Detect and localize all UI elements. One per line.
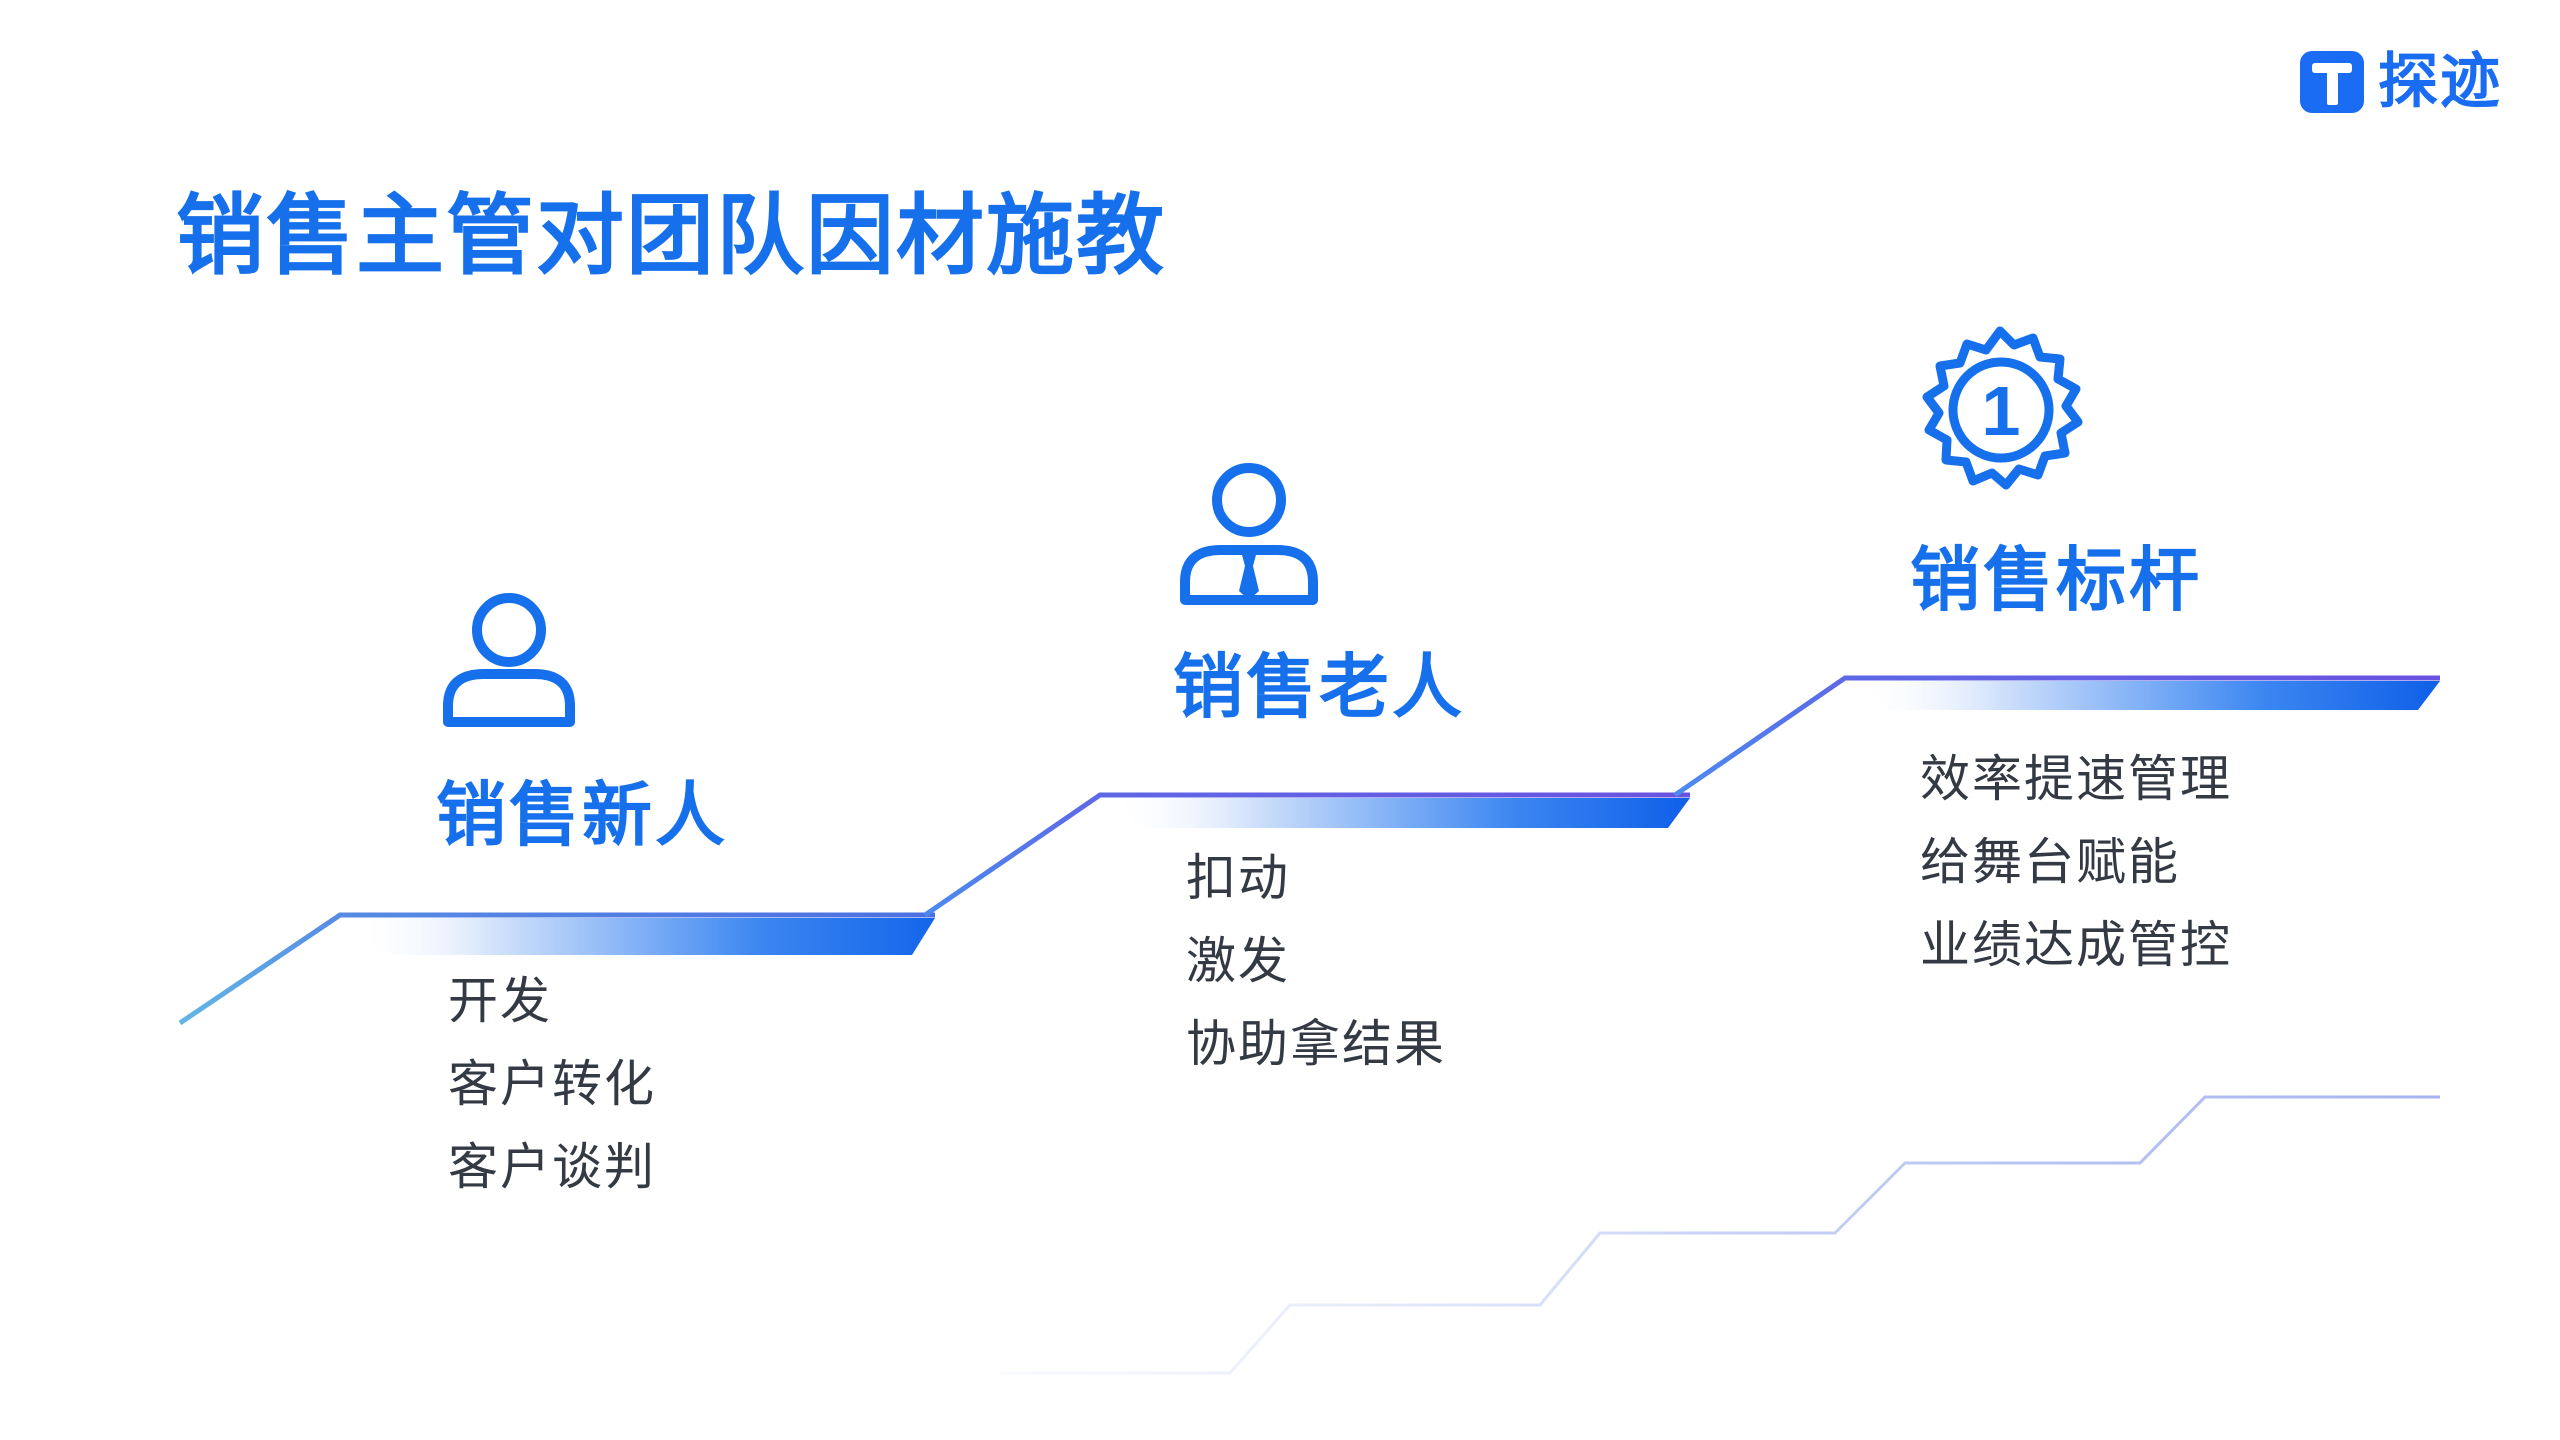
stage-title-veteran: 销售老人	[1173, 646, 1465, 728]
medal-number: 1	[1982, 372, 2021, 450]
tanji-logo-icon	[2300, 51, 2364, 113]
list-item: 开发	[448, 972, 552, 1030]
list-item: 业绩达成管控	[1920, 916, 2232, 974]
list-item: 协助拿结果	[1186, 1015, 1446, 1073]
page-title: 销售主管对团队因材施教	[176, 184, 1167, 287]
stage-title-benchmark: 销售标杆	[1910, 539, 2202, 621]
stage-items-newcomer: 开发 客户转化 客户谈判	[448, 960, 656, 1209]
brand-logo: 探迹	[2298, 42, 2502, 122]
list-item: 客户谈判	[448, 1138, 656, 1196]
stage-items-benchmark: 效率提速管理 给舞台赋能 业绩达成管控	[1920, 738, 2232, 987]
list-item: 客户转化	[448, 1055, 656, 1113]
list-item: 扣动	[1186, 849, 1290, 907]
stage-items-veteran: 扣动 激发 协助拿结果	[1186, 837, 1446, 1086]
list-item: 给舞台赋能	[1920, 833, 2180, 891]
person-tie-icon	[1180, 463, 1318, 605]
medal-number-one-icon: 1	[1922, 326, 2083, 490]
list-item: 效率提速管理	[1920, 750, 2232, 808]
list-item: 激发	[1186, 932, 1290, 990]
brand-name: 探迹	[2378, 47, 2502, 117]
person-icon	[443, 593, 575, 727]
stage-title-newcomer: 销售新人	[436, 774, 728, 856]
